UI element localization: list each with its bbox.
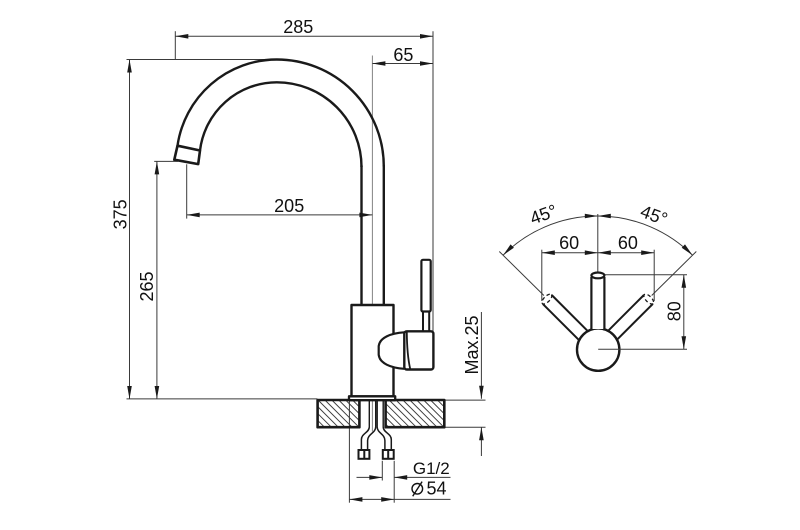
svg-text:285: 285 — [283, 17, 313, 37]
svg-text:Max.25: Max.25 — [462, 315, 482, 374]
svg-text:265: 265 — [137, 271, 157, 301]
svg-text:80: 80 — [665, 301, 685, 321]
svg-text:205: 205 — [274, 196, 304, 216]
svg-text:60: 60 — [559, 233, 579, 253]
svg-text:375: 375 — [110, 199, 130, 229]
svg-text:60: 60 — [618, 233, 638, 253]
svg-text:G1/2: G1/2 — [413, 459, 450, 478]
svg-text:54: 54 — [427, 479, 447, 499]
svg-text:65: 65 — [393, 45, 413, 65]
